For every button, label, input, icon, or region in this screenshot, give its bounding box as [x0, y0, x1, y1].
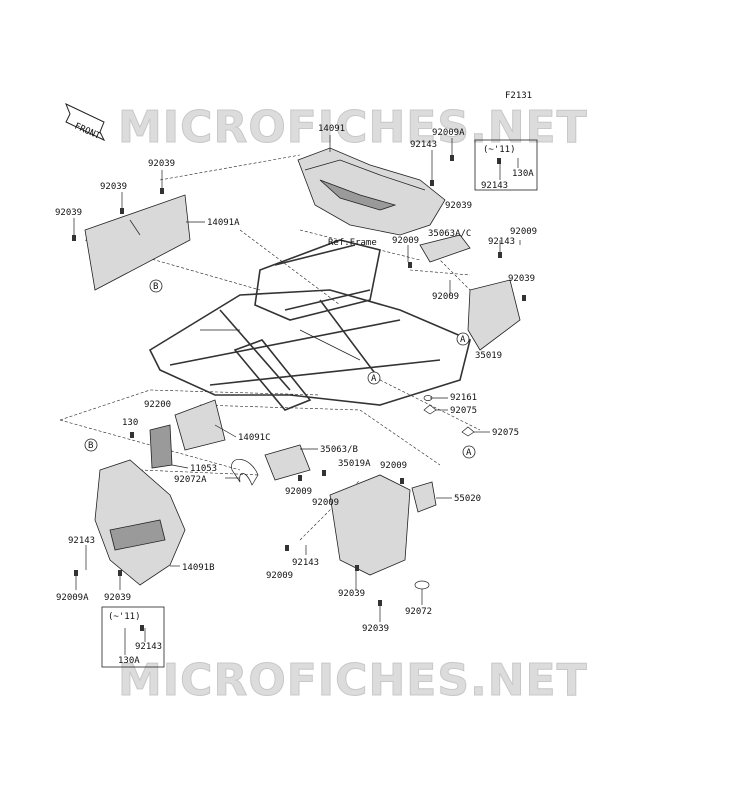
label-92009-bottom-center: 92009	[266, 571, 293, 581]
label-92039-left-3: 92039	[55, 208, 82, 218]
label-92009-mid-2: 92009	[432, 292, 459, 302]
bracket-11053[interactable]	[149, 424, 173, 469]
callout-b-top: B	[149, 279, 163, 293]
label-130a-box-top: 130A	[512, 169, 534, 179]
bracket-55020[interactable]	[411, 481, 437, 513]
label-92039-bottom-center-1: 92039	[338, 589, 365, 599]
label-92039-left-2: 92039	[100, 182, 127, 192]
right-guard[interactable]	[467, 279, 521, 351]
model-note-box-bottom: (~'11) 92143 130A	[101, 606, 165, 668]
label-92039-right: 92039	[508, 274, 535, 284]
label-92009-center-1: 92009	[380, 461, 407, 471]
ring-92072[interactable]	[414, 580, 430, 590]
label-92143-top: 92143	[410, 140, 437, 150]
svg-text:B: B	[88, 441, 93, 451]
rear-mud-guard[interactable]	[329, 474, 411, 576]
label-92143-bottom-left: 92143	[68, 536, 95, 546]
model-note-box-top: (~'11) 92143 130A	[474, 139, 538, 191]
callout-a-mid: A	[367, 371, 381, 385]
label-130: 130	[122, 418, 138, 428]
ref-frame-label: Ref.Frame	[328, 238, 377, 248]
label-92039-bottom-left: 92039	[104, 593, 131, 603]
part-labels: 14091 92009A 92143 92039 92039 92039 920…	[55, 124, 537, 634]
watermark-top: MICROFICHES.NET	[118, 102, 588, 153]
label-92072a: 92072A	[174, 475, 207, 485]
svg-text:A: A	[460, 335, 466, 345]
model-note-bottom: (~'11)	[108, 612, 141, 622]
fasteners	[72, 155, 526, 631]
label-92009a-top: 92009A	[432, 128, 465, 138]
label-35063ac: 35063A/C	[428, 229, 471, 239]
label-14091a: 14091A	[207, 218, 240, 228]
label-92009-right: 92009	[510, 227, 537, 237]
label-92143-box-bottom: 92143	[135, 642, 162, 652]
watermark-bottom: MICROFICHES.NET	[118, 655, 588, 706]
label-11053: 11053	[190, 464, 217, 474]
label-92039-top-right: 92039	[445, 201, 472, 211]
label-35019: 35019	[475, 351, 502, 361]
label-92075-a: 92075	[450, 406, 477, 416]
svg-text:A: A	[371, 374, 377, 384]
label-92200: 92200	[144, 400, 171, 410]
frame-assembly	[148, 239, 471, 411]
rear-fender-cover[interactable]	[297, 147, 446, 236]
front-fender-cover[interactable]	[94, 459, 186, 586]
label-92009-center-3: 92009	[312, 498, 339, 508]
label-92143-bottom-center: 92143	[292, 558, 319, 568]
label-14091b: 14091B	[182, 563, 215, 573]
model-note-top: (~'11)	[483, 145, 516, 155]
callout-a-lower: A	[462, 445, 476, 459]
label-92072: 92072	[405, 607, 432, 617]
bracket-35063ac[interactable]	[419, 234, 471, 263]
label-92039-left-1: 92039	[148, 159, 175, 169]
label-92161: 92161	[450, 393, 477, 403]
label-92075-b: 92075	[492, 428, 519, 438]
label-92009a-bottom-left: 92009A	[56, 593, 89, 603]
center-plate[interactable]	[174, 399, 226, 451]
label-14091: 14091	[318, 124, 345, 134]
label-55020: 55020	[454, 494, 481, 504]
label-92143-right: 92143	[488, 237, 515, 247]
label-14091c: 14091C	[238, 433, 271, 443]
label-92009-center-2: 92009	[285, 487, 312, 497]
svg-text:B: B	[153, 282, 158, 292]
label-35063b: 35063/B	[320, 445, 358, 455]
leader-lines	[73, 135, 521, 622]
label-130a-box-bottom: 130A	[118, 656, 140, 666]
label-92009-mid: 92009	[392, 236, 419, 246]
bracket-35063b[interactable]	[264, 444, 311, 481]
band-92072a[interactable]	[231, 459, 259, 486]
left-side-panel[interactable]	[84, 194, 191, 291]
front-arrow-icon: FRONT	[65, 103, 106, 142]
figure-code: F2131	[505, 91, 532, 101]
label-92143-box-top: 92143	[481, 181, 508, 191]
label-92039-bottom-center-2: 92039	[362, 624, 389, 634]
callout-a-right: A	[456, 332, 470, 346]
label-35019a: 35019A	[338, 459, 371, 469]
svg-text:A: A	[466, 448, 472, 458]
callout-b-bottom: B	[84, 438, 98, 452]
